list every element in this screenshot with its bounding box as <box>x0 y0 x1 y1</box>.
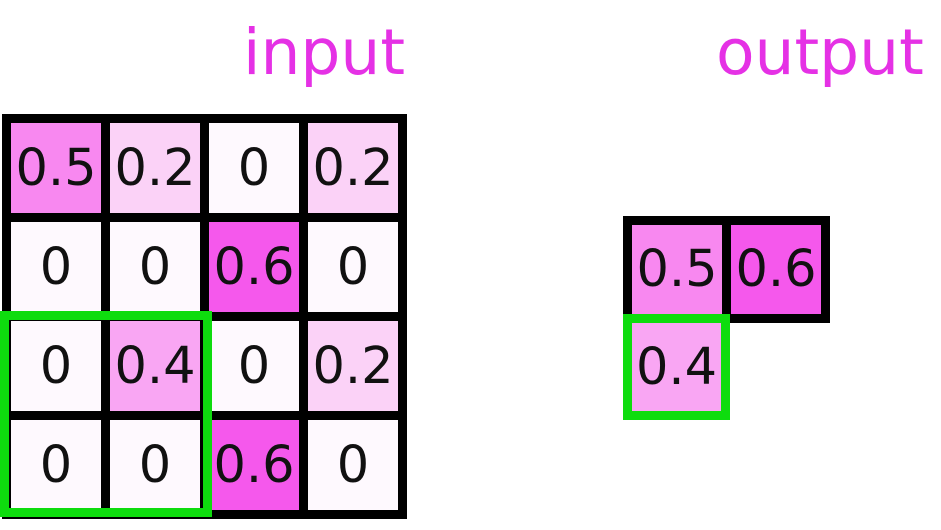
input-cell: 0.5 <box>11 123 101 213</box>
input-cell: 0.2 <box>308 321 398 411</box>
input-title: input <box>243 16 406 89</box>
input-cell: 0 <box>110 420 200 510</box>
input-cell: 0.6 <box>209 222 299 312</box>
input-cell: 0 <box>209 321 299 411</box>
input-cell: 0 <box>209 123 299 213</box>
input-cell: 0.4 <box>110 321 200 411</box>
input-cell: 0 <box>308 420 398 510</box>
input-grid: 0.5 0.2 0 0.2 0 0 0.6 0 0 0.4 0 0.2 0 0 … <box>2 114 407 519</box>
input-cell: 0 <box>11 420 101 510</box>
output-grid: 0.5 0.6 <box>623 216 830 323</box>
input-cell: 0 <box>308 222 398 312</box>
input-cell: 0.2 <box>308 123 398 213</box>
output-cell: 0.6 <box>731 225 821 314</box>
input-cell: 0 <box>11 222 101 312</box>
input-cell: 0.6 <box>209 420 299 510</box>
input-cell: 0.2 <box>110 123 200 213</box>
output-cell-highlighted: 0.4 <box>623 314 730 420</box>
input-cell: 0 <box>110 222 200 312</box>
output-title: output <box>716 16 924 89</box>
input-cell: 0 <box>11 321 101 411</box>
output-cell: 0.5 <box>632 225 722 314</box>
